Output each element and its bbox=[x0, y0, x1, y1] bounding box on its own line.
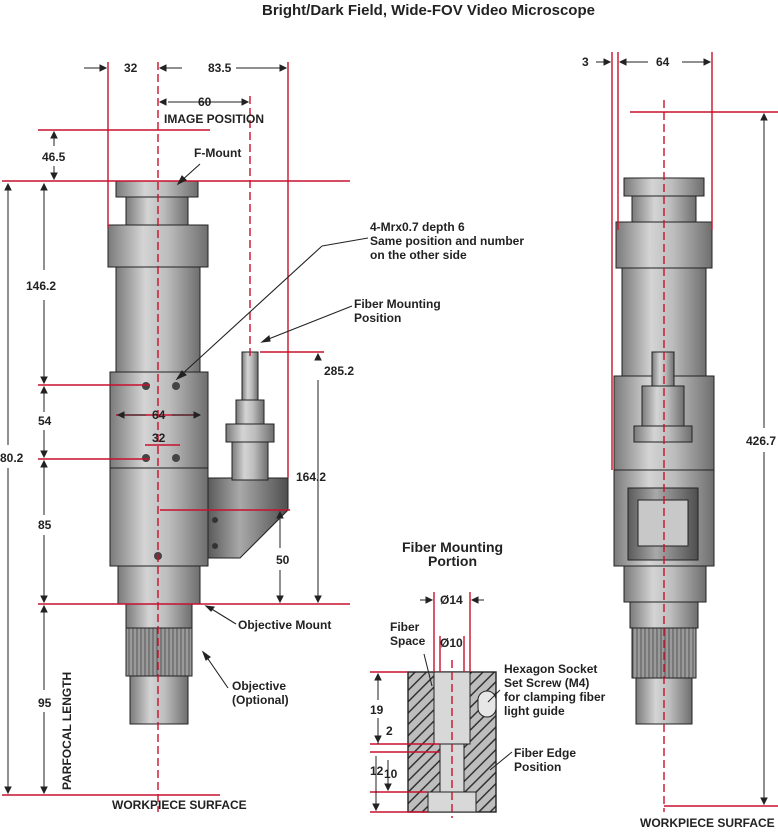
dim-64-right: 64 bbox=[656, 55, 670, 69]
parfocal-length-label: PARFOCAL LENGTH bbox=[60, 671, 74, 790]
dim-83-5: 83.5 bbox=[208, 61, 232, 75]
fiber-bracket bbox=[207, 477, 289, 559]
f-mount bbox=[115, 180, 199, 198]
dim-95: 95 bbox=[38, 696, 52, 710]
left-dimension-arrows bbox=[4, 64, 322, 795]
objective-mount-callout: Objective Mount bbox=[238, 618, 332, 632]
dim-164-2: 164.2 bbox=[296, 470, 327, 484]
f-mount-label: F-Mount bbox=[194, 146, 242, 160]
tapped-holes-callout: 4-Mrx0.7 depth 6 Same position and numbe… bbox=[370, 220, 525, 262]
dim-50: 50 bbox=[276, 553, 290, 567]
dim-146-2: 146.2 bbox=[26, 279, 57, 293]
dim-60: 60 bbox=[198, 95, 212, 109]
dim-12: 12 bbox=[370, 764, 384, 778]
fiber-space-label: Fiber Space bbox=[390, 620, 426, 648]
dim-10: 10 bbox=[384, 767, 398, 781]
dim-46-5: 46.5 bbox=[42, 150, 66, 164]
left-view-body bbox=[107, 180, 289, 725]
lower-tube bbox=[109, 467, 209, 567]
dim-32: 32 bbox=[124, 61, 138, 75]
fiber-detail-title: Fiber Mounting Portion bbox=[402, 539, 504, 569]
fiber-edge-label: Fiber Edge Position bbox=[514, 746, 577, 774]
fiber-detail bbox=[370, 592, 513, 818]
dim-2: 2 bbox=[386, 724, 393, 738]
right-view-body bbox=[613, 177, 715, 725]
dim-32-inner: 32 bbox=[152, 431, 166, 445]
objective-mount bbox=[125, 603, 193, 629]
workpiece-surface-right: WORKPIECE SURFACE bbox=[640, 816, 775, 830]
dim-64: 64 bbox=[152, 408, 166, 422]
dim-19: 19 bbox=[370, 703, 384, 717]
dim-85: 85 bbox=[38, 518, 52, 532]
dim-d14: Ø14 bbox=[440, 593, 463, 607]
leader-lines bbox=[175, 163, 369, 689]
diagram-title: Bright/Dark Field, Wide-FOV Video Micros… bbox=[262, 2, 595, 19]
fiber-mounting-position-callout: Fiber Mounting Position bbox=[354, 297, 441, 325]
fiber-holder bbox=[231, 439, 269, 481]
right-dimension-lines bbox=[611, 52, 778, 812]
dim-54: 54 bbox=[38, 414, 52, 428]
dim-426-7: 426.7 bbox=[746, 434, 777, 448]
objective-knurl bbox=[125, 627, 193, 677]
set-screw-label: Hexagon Socket Set Screw (M4) for clampi… bbox=[504, 662, 606, 718]
objective bbox=[129, 675, 189, 725]
dim-d10: Ø10 bbox=[440, 636, 463, 650]
left-dimension-lines bbox=[2, 62, 350, 812]
workpiece-surface-left: WORKPIECE SURFACE bbox=[112, 798, 247, 812]
right-dimension-arrows bbox=[596, 58, 768, 806]
illuminator-block bbox=[109, 371, 209, 469]
image-position-label: IMAGE POSITION bbox=[164, 112, 265, 126]
dim-3: 3 bbox=[582, 55, 589, 69]
objective-callout: Objective (Optional) bbox=[232, 679, 289, 707]
dim-80-2: 80.2 bbox=[0, 451, 24, 465]
dim-285-2: 285.2 bbox=[324, 364, 355, 378]
